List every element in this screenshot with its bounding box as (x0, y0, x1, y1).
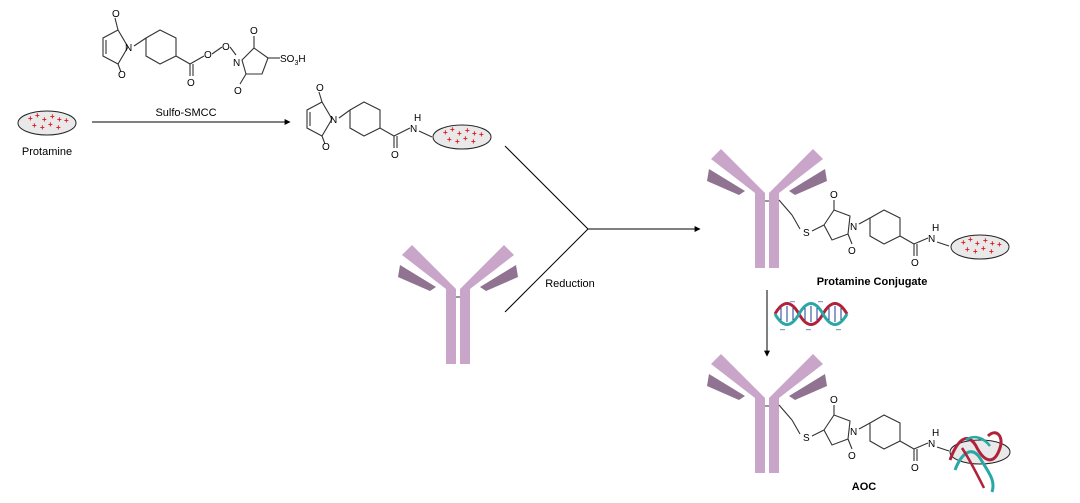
svg-text:O: O (222, 42, 230, 53)
svg-text:N: N (850, 427, 857, 438)
svg-text:O: O (830, 395, 838, 406)
svg-text:O: O (391, 150, 399, 161)
svg-text:O: O (187, 78, 195, 89)
svg-text:O: O (234, 86, 242, 97)
svg-text:‒: ‒ (780, 324, 785, 334)
svg-text:O: O (204, 50, 212, 61)
protamine-molecule (17, 110, 77, 136)
svg-text:O: O (848, 451, 856, 462)
svg-text:O: O (322, 142, 330, 153)
aoc-label: AOC (852, 481, 877, 493)
svg-text:SO3H: SO3H (280, 54, 306, 67)
protamine-label: Protamine (22, 146, 72, 158)
svg-text:O: O (250, 26, 258, 37)
antibody-native (397, 244, 519, 365)
maleimide-protamine-intermediate: O O N O N H (306, 83, 492, 161)
svg-text:‒: ‒ (818, 296, 823, 306)
merge-line-bottom (504, 228, 589, 313)
svg-text:O: O (830, 190, 838, 201)
svg-text:N: N (125, 43, 132, 54)
svg-text:N: N (850, 222, 857, 233)
reagent-label: Sulfo-SMCC (155, 107, 216, 119)
svg-text:O: O (848, 246, 856, 257)
reduction-label: Reduction (545, 278, 595, 290)
svg-text:O: O (118, 70, 126, 81)
svg-text:S: S (803, 433, 810, 444)
svg-text:N: N (928, 234, 935, 245)
oligonucleotide-reagent: ‒ ‒ ‒ ‒ ‒ (773, 296, 849, 334)
svg-text:N: N (928, 439, 935, 450)
conjugate-label: Protamine Conjugate (817, 276, 928, 288)
svg-text:‒: ‒ (790, 296, 795, 306)
svg-text:N: N (410, 124, 417, 135)
svg-text:H: H (932, 223, 939, 234)
sulfo-smcc-structure: O O N O O O N O O SO3H (102, 9, 306, 97)
svg-text:S: S (803, 228, 810, 239)
aoc-product: S O O N O N H (706, 353, 1011, 493)
svg-text:H: H (414, 113, 421, 124)
svg-text:H: H (932, 428, 939, 439)
svg-text:O: O (316, 83, 324, 94)
svg-text:‒: ‒ (836, 324, 841, 334)
merge-line-top (504, 145, 589, 230)
svg-text:O: O (112, 9, 120, 20)
protamine-conjugate: S O O N O N H (706, 148, 1010, 269)
svg-text:O: O (911, 258, 919, 269)
svg-text:O: O (911, 463, 919, 474)
svg-text:N: N (330, 115, 337, 126)
svg-text:‒: ‒ (806, 324, 811, 334)
svg-text:N: N (233, 58, 240, 69)
